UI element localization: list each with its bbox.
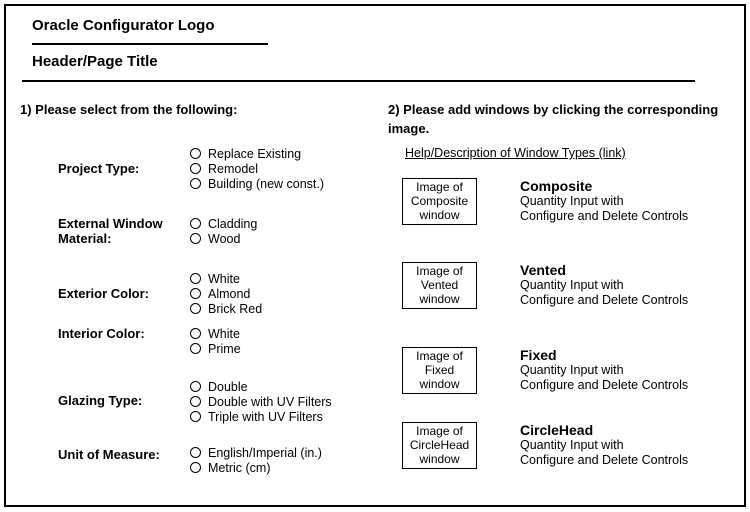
logo-underline [32,43,268,45]
radio-icon[interactable] [190,303,201,314]
radio-option-replace-existing[interactable]: Replace Existing [190,146,410,161]
window-title-fixed: Fixed [520,347,557,363]
window-controls-line: Quantity Input with [520,194,624,208]
window-image-vented[interactable]: Image of Vented window [402,262,477,309]
page-border [4,4,746,507]
window-controls-line: Quantity Input with [520,363,624,377]
radio-icon[interactable] [190,163,201,174]
radio-icon[interactable] [190,288,201,299]
radio-icon[interactable] [190,218,201,229]
window-controls-line: Quantity Input with [520,438,624,452]
section-1-heading: 1) Please select from the following: [20,102,238,117]
window-title-vented: Vented [520,262,566,278]
radio-option-metric[interactable]: Metric (cm) [190,460,410,475]
radio-icon[interactable] [190,148,201,159]
radio-icon[interactable] [190,381,201,392]
radio-option-triple-uv-filters[interactable]: Triple with UV Filters [190,409,410,424]
window-image-composite[interactable]: Image of Composite window [402,178,477,225]
window-row-fixed: Image of Fixed window Fixed Quantity Inp… [402,347,688,394]
radio-option-exterior-white[interactable]: White [190,271,410,286]
radio-option-prime[interactable]: Prime [190,341,410,356]
window-title-circlehead: CircleHead [520,422,594,438]
radio-option-almond[interactable]: Almond [190,286,410,301]
header-divider [22,80,695,82]
field-label-external-window-material: External Window Material: [58,216,163,246]
radio-option-cladding[interactable]: Cladding [190,216,410,231]
window-controls-line: Configure and Delete Controls [520,208,689,223]
window-controls-line: Quantity Input with [520,278,624,292]
window-image-fixed[interactable]: Image of Fixed window [402,347,477,394]
window-controls-line: Configure and Delete Controls [520,292,689,307]
radio-option-building-new-const[interactable]: Building (new const.) [190,176,410,191]
radio-option-double[interactable]: Double [190,379,410,394]
window-controls-line: Configure and Delete Controls [520,452,689,467]
radio-icon[interactable] [190,233,201,244]
radio-option-wood[interactable]: Wood [190,231,410,246]
radio-option-brick-red[interactable]: Brick Red [190,301,410,316]
radio-icon[interactable] [190,178,201,189]
radio-icon[interactable] [190,273,201,284]
field-label-exterior-color: Exterior Color: [58,286,150,301]
page-title: Header/Page Title [32,53,158,70]
field-label-project-type: Project Type: [58,161,140,176]
window-controls-line: Configure and Delete Controls [520,377,689,392]
help-window-types-link[interactable]: Help/Description of Window Types (link) [405,146,626,160]
radio-option-english-imperial[interactable]: English/Imperial (in.) [190,445,410,460]
radio-icon[interactable] [190,411,201,422]
field-label-glazing-type: Glazing Type: [58,393,143,408]
radio-icon[interactable] [190,343,201,354]
window-row-circlehead: Image of CircleHead window CircleHead Qu… [402,422,688,469]
section-2-heading: 2) Please add windows by clicking the co… [388,102,719,136]
radio-icon[interactable] [190,328,201,339]
radio-icon[interactable] [190,447,201,458]
radio-option-remodel[interactable]: Remodel [190,161,410,176]
field-label-interior-color: Interior Color: [58,326,145,341]
window-image-circlehead[interactable]: Image of CircleHead window [402,422,477,469]
field-label-unit-of-measure: Unit of Measure: [58,447,160,462]
window-row-vented: Image of Vented window Vented Quantity I… [402,262,688,309]
window-title-composite: Composite [520,178,593,194]
radio-icon[interactable] [190,396,201,407]
radio-option-double-uv-filters[interactable]: Double with UV Filters [190,394,410,409]
app-logo: Oracle Configurator Logo [32,17,215,34]
radio-option-interior-white[interactable]: White [190,326,410,341]
radio-icon[interactable] [190,462,201,473]
window-row-composite: Image of Composite window Composite Quan… [402,178,688,225]
